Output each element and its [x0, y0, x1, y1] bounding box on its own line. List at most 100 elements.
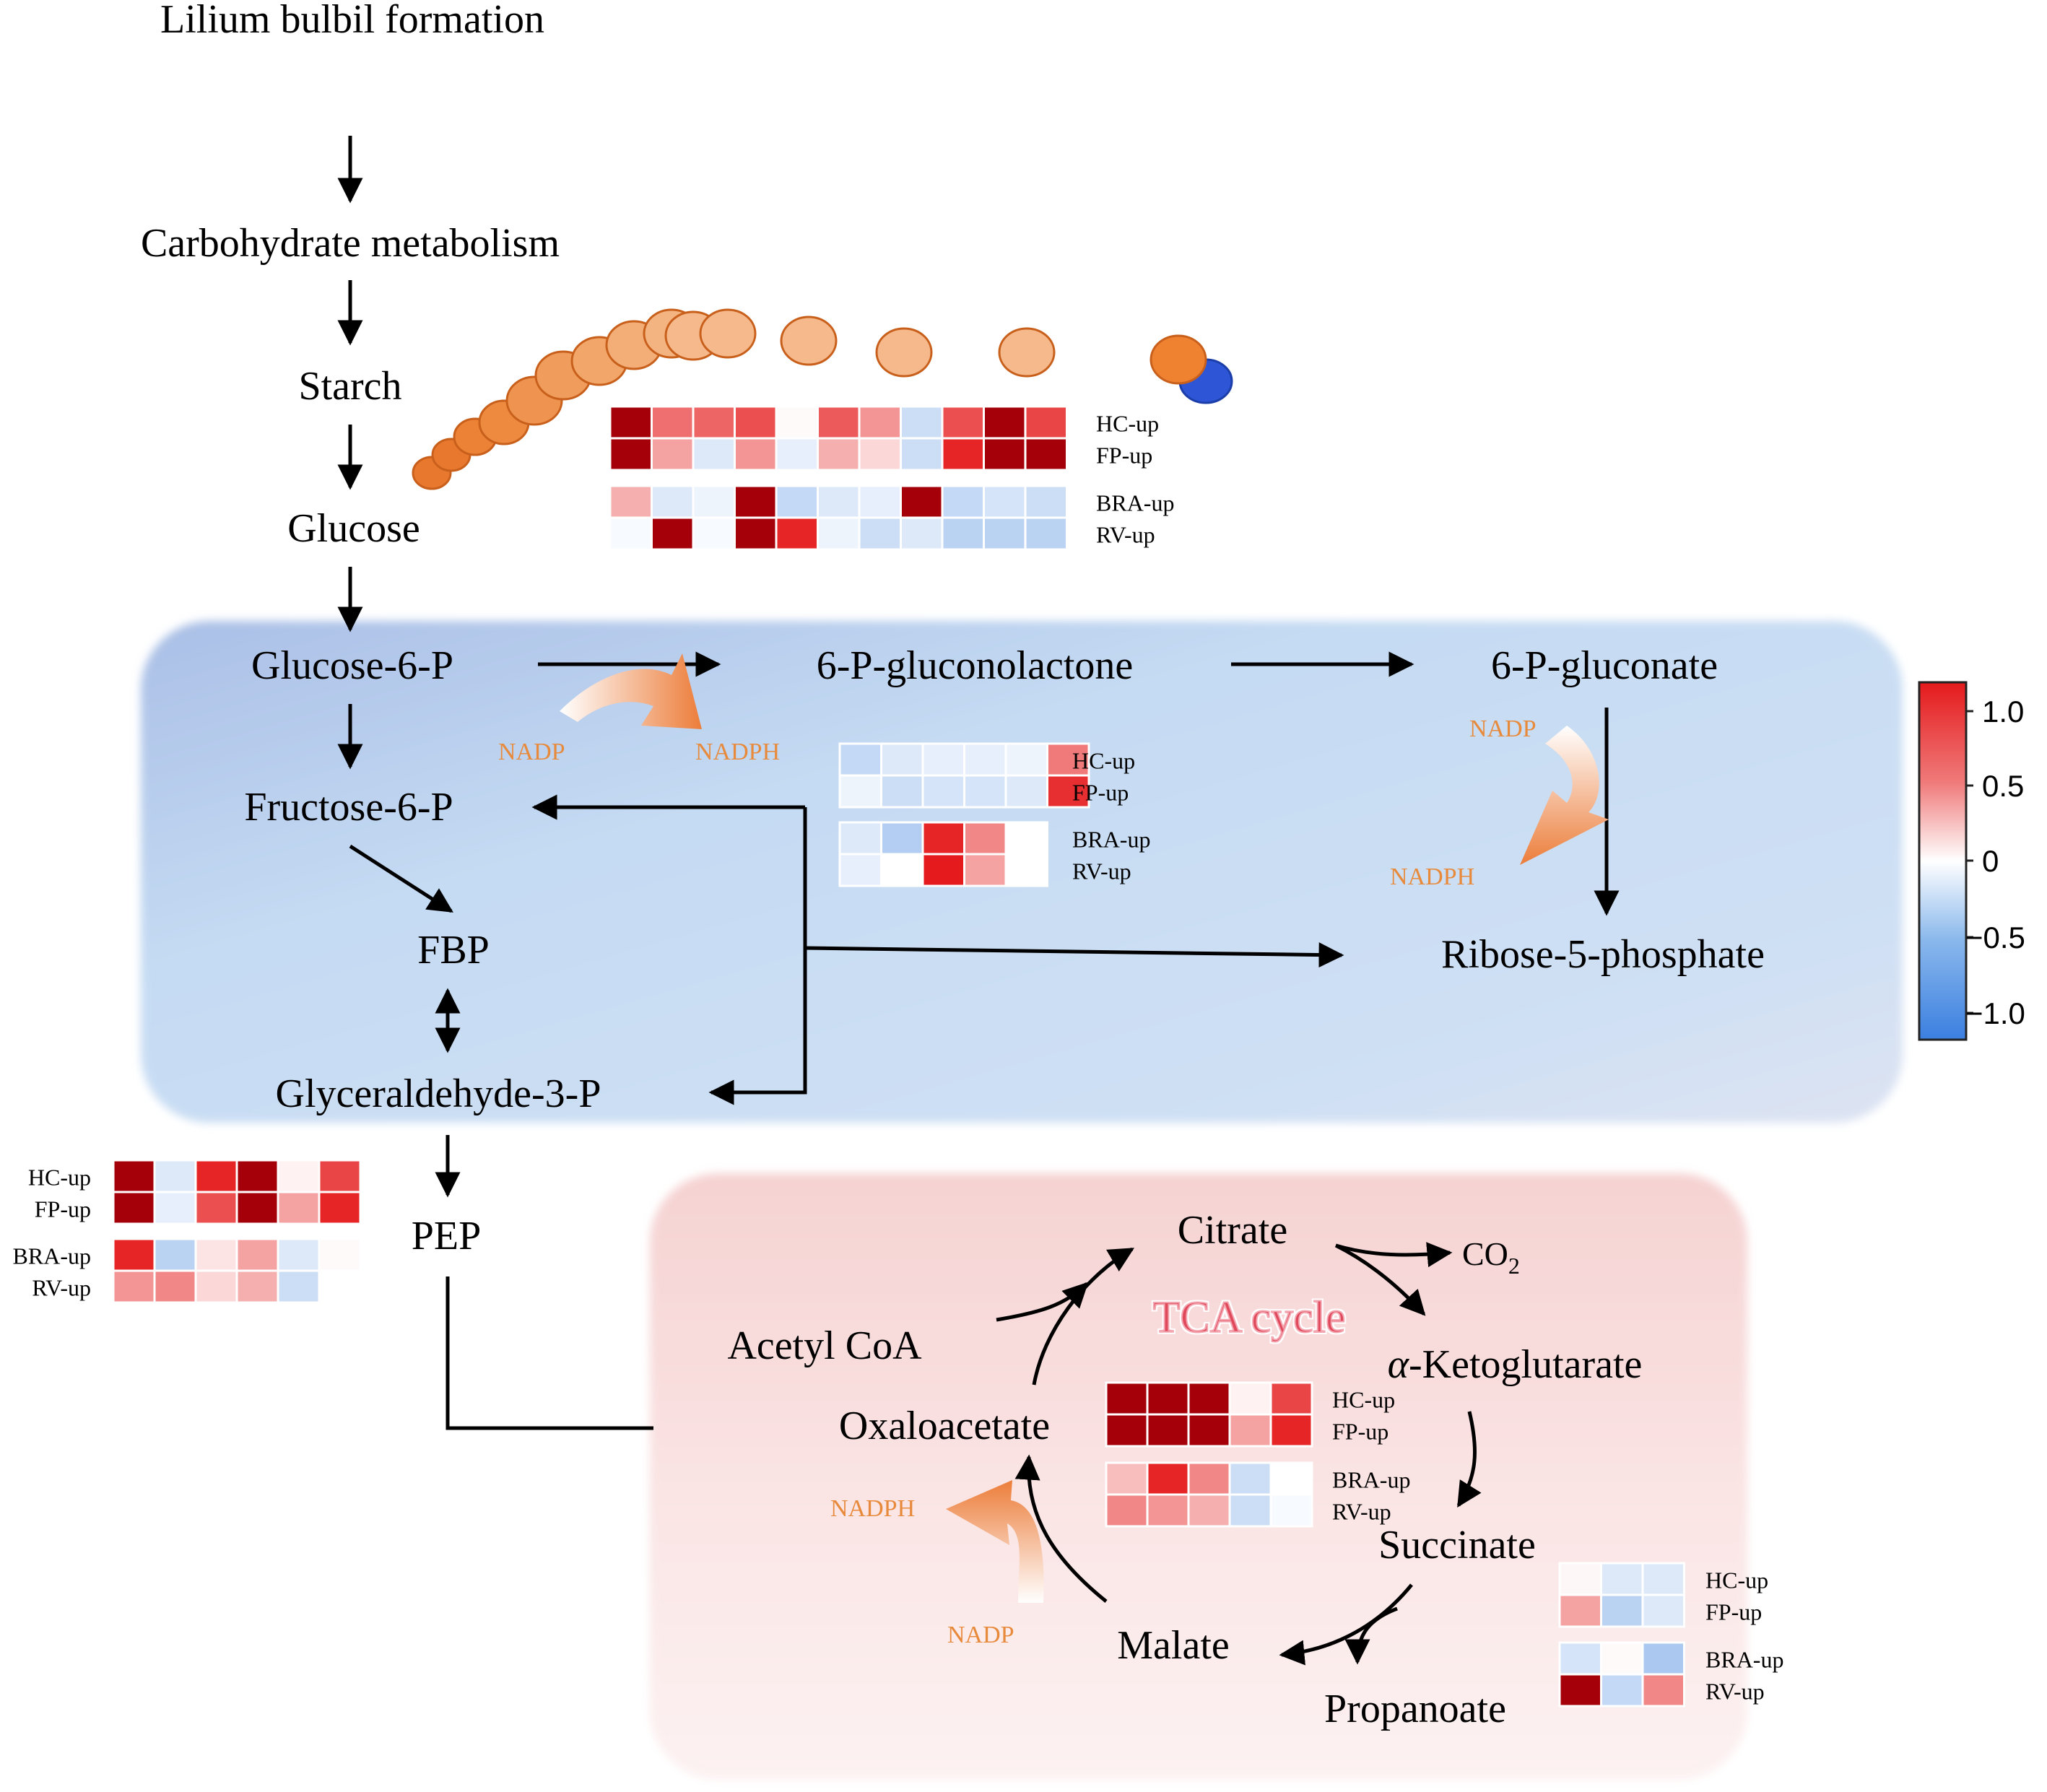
heatmap-cell [1269, 1461, 1313, 1496]
heatmap-cell [921, 774, 965, 809]
heatmap-cell [941, 437, 985, 471]
heatmap-row-label: RV-up [32, 1274, 91, 1300]
heatmap-cell [983, 437, 1027, 471]
heatmap-row-label: HC-up [1096, 410, 1159, 436]
heatmap-cell [235, 1191, 279, 1225]
co2-subscript: 2 [1508, 1253, 1520, 1279]
arrow-branch-to-r5p [804, 942, 1344, 968]
heatmap-cell [900, 437, 944, 471]
heatmap-row-label: FP-up [1705, 1599, 1762, 1624]
line-pep-to-tca [446, 1276, 653, 1430]
heatmap-cell [318, 1269, 362, 1304]
heatmap-cell [318, 1238, 362, 1272]
heatmap-cell [609, 484, 653, 519]
heatmap-colorbar: 1.0 0.5 0 −0.5 −1.0 [1918, 681, 2025, 1041]
heatmap-cell [1187, 1413, 1231, 1448]
heatmap-row-label: BRA-up [1096, 490, 1174, 516]
heatmap-row-label: RV-up [1072, 858, 1131, 884]
node-glyceraldehyde-3-p: Glyceraldehyde-3-P [276, 1071, 601, 1116]
heatmap-row-label: FP-up [1072, 779, 1129, 805]
heatmap-cell [1105, 1461, 1149, 1496]
svg-text:α-Ketoglutarate: α-Ketoglutarate [1388, 1342, 1643, 1387]
heatmap-cell [153, 1238, 197, 1272]
heatmap-cell [858, 437, 902, 471]
heatmap-cell [153, 1159, 197, 1193]
heatmap-cell [838, 821, 882, 856]
heatmap-cell [838, 742, 882, 777]
heatmap-cell [153, 1191, 197, 1225]
heatmap-cell [941, 516, 985, 551]
akg-name: -Ketoglutarate [1409, 1342, 1642, 1387]
heatmap-cell [1600, 1562, 1644, 1596]
heatmap-cell [194, 1238, 238, 1272]
akg-alpha: α [1388, 1342, 1410, 1387]
heatmap-cell [921, 821, 965, 856]
heatmap-row-label: FP-up [35, 1196, 91, 1222]
cofactor-nadph-3: NADPH [830, 1495, 915, 1522]
heatmap-row-label: BRA-up [1072, 826, 1150, 852]
heatmap-cell [194, 1191, 238, 1225]
heatmap-cell [692, 516, 736, 551]
heatmap-cell [235, 1269, 279, 1304]
node-oxaloacetate: Oxaloacetate [839, 1404, 1050, 1448]
heatmap-cell [900, 484, 944, 519]
arrow-akg-to-succinate [1456, 1411, 1482, 1508]
node-carbohydrate-metabolism: Carbohydrate metabolism [141, 221, 560, 266]
heatmap-cell [609, 516, 653, 551]
heatmap-cell [1024, 437, 1068, 471]
heatmap-cell [1228, 1461, 1272, 1496]
heatmap-cell [1269, 1413, 1313, 1448]
heatmap-cell [1024, 484, 1068, 519]
heatmap-cell [817, 437, 861, 471]
heatmap-cell [112, 1191, 156, 1225]
heatmap-cell [880, 742, 924, 777]
heatmap-cell [775, 484, 819, 519]
heatmap-cell [609, 405, 653, 440]
heatmap-cell [838, 853, 882, 887]
node-6-p-gluconate: 6-P-gluconate [1491, 643, 1718, 688]
heatmap-cell [112, 1159, 156, 1193]
node-labels: Lilium bulbil formation Carbohydrate met… [141, 0, 1765, 1731]
heatmap-cell [1641, 1641, 1685, 1676]
arrow-citrate-to-akg [1334, 1243, 1426, 1316]
starch-granule-chain-icon [412, 308, 1233, 490]
cofactor-nadp-1: NADP [498, 739, 565, 765]
heatmap-cell [1558, 1673, 1602, 1708]
heatmap-cell [734, 437, 778, 471]
cofactor-nadp-2: NADP [1469, 716, 1537, 742]
heatmap-cell [1600, 1641, 1644, 1676]
heatmap-cell [921, 853, 965, 887]
cofactor-arrows [560, 653, 1609, 1603]
nadp-to-nadph-arrow-3 [946, 1480, 1044, 1603]
heatmap-cell [858, 516, 902, 551]
heatmap-cell [734, 516, 778, 551]
heatmap-cell [1187, 1461, 1231, 1496]
heatmap-cell [609, 437, 653, 471]
heatmap-cell [900, 516, 944, 551]
node-citrate: Citrate [1178, 1208, 1287, 1253]
heatmap-cell [1004, 853, 1048, 887]
heatmap-cell [112, 1269, 156, 1304]
node-pep: PEP [412, 1214, 482, 1258]
heatmap-cell [1187, 1493, 1231, 1528]
heatmap-cell [1558, 1562, 1602, 1596]
pathway-arrows [337, 136, 1620, 1666]
heatmap-cell [880, 853, 924, 887]
heatmap-cell [838, 774, 882, 809]
heatmap-cell [734, 405, 778, 440]
heatmap-cell [963, 821, 1007, 856]
heatmap-cell [1641, 1593, 1685, 1628]
nadp-to-nadph-arrow-2 [1520, 726, 1609, 865]
heatmap-cell [941, 484, 985, 519]
arrow-acetyl-to-citrate [996, 1282, 1089, 1322]
heatmap-row-label: BRA-up [13, 1243, 91, 1269]
heatmap-cell [194, 1159, 238, 1193]
heatmap-row-label: FP-up [1332, 1418, 1388, 1444]
heatmap-cell [1105, 1413, 1149, 1448]
heatmap-cell [318, 1191, 362, 1225]
heatmap-cell [1105, 1493, 1149, 1528]
heatmap-cell [921, 742, 965, 777]
